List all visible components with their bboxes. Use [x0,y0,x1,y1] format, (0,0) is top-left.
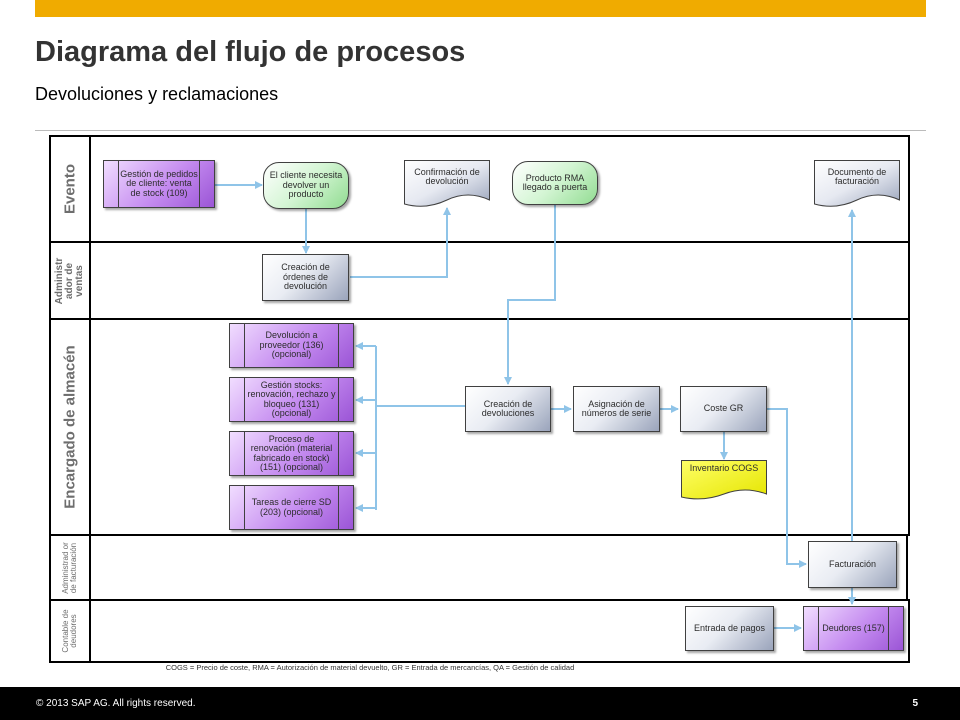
entrada-pagos-task[interactable]: Entrada de pagos [685,606,774,651]
top-accent-bar [35,0,926,17]
footer-copyright: © 2013 SAP AG. All rights reserved. [36,698,196,709]
title-divider [35,130,926,131]
lane-label-contable-deudores: Contable de deudores [61,609,78,653]
page-title: Diagrama del flujo de procesos [35,36,466,68]
lane-label-encargado-almacen: Encargado de almacén [61,345,79,509]
coste-gr-task[interactable]: Coste GR [680,386,767,432]
tareas-cierre-subprocess[interactable]: Tareas de cierre SD (203) (opcional) [229,485,354,530]
documento-facturacion-document[interactable]: Documento de facturación [814,160,900,210]
footer-bar: © 2013 SAP AG. All rights reserved. 5 [0,687,960,720]
confirmacion-devolucion-document[interactable]: Confirmación de devolución [404,160,490,210]
lane-label-administrador-ventas: Administr ador de ventas [54,257,85,304]
proceso-renovacion-subprocess[interactable]: Proceso de renovación (material fabricad… [229,431,354,476]
producto-rma-event[interactable]: Producto RMA llegado a puerta [512,161,598,205]
gestion-stocks-subprocess[interactable]: Gestión stocks: renovación, rechazo y bl… [229,377,354,422]
cliente-necesita-event[interactable]: El cliente necesita devolver un producto [263,162,349,209]
page-subtitle: Devoluciones y reclamaciones [35,84,279,104]
devolucion-proveedor-subprocess[interactable]: Devolución a proveedor (136) (opcional) [229,323,354,368]
creacion-devoluciones-task[interactable]: Creación de devoluciones [465,386,551,432]
page-number: 5 [912,698,918,709]
lane-label-evento: Evento [61,163,79,215]
deudores-subprocess[interactable]: Deudores (157) [803,606,904,651]
asignacion-numeros-task[interactable]: Asignación de números de serie [573,386,660,432]
lane-label-administrador-facturacion: Administrad or de facturación [61,541,78,594]
creacion-ordenes-task[interactable]: Creación de órdenes de devolución [262,254,349,301]
lane-administrador-facturacion: Administrad or de facturación [49,534,908,601]
abbreviations-footnote: COGS = Precio de coste, RMA = Autorizaci… [165,663,575,672]
gestion-pedidos-subprocess[interactable]: Gestión de pedidos de cliente: venta de … [103,160,215,208]
lane-contable-deudores: Contable de deudores [49,599,910,663]
inventario-cogs-document[interactable]: Inventario COGS [681,460,767,502]
facturacion-task[interactable]: Facturación [808,541,897,588]
lane-administrador-ventas: Administr ador de ventas [49,241,910,320]
